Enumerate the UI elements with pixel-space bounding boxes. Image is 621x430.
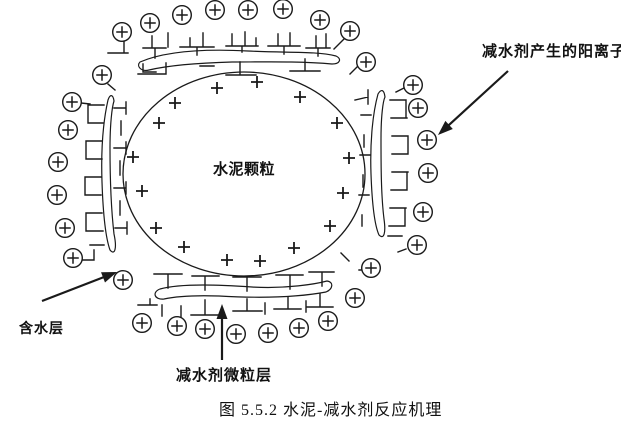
cation-plus [262, 327, 274, 339]
admixture-micelle-band [154, 280, 333, 300]
arrow-head [216, 304, 228, 319]
cation-icon [258, 323, 279, 344]
cation-icon [418, 162, 439, 183]
cation-icon [238, 0, 258, 20]
cation-plus [199, 323, 211, 335]
cation-plus [314, 14, 326, 26]
cation-icon [345, 288, 366, 309]
cation-label: 减水剂产生的阳离子 [482, 44, 621, 60]
cation-icon [417, 129, 438, 150]
cation-icon [273, 0, 293, 19]
cation-icon [225, 324, 246, 345]
cation-plus [62, 124, 74, 136]
cation-icon [111, 22, 132, 43]
cation-icon [131, 313, 152, 334]
cation-icon [407, 234, 428, 255]
positive-charge-marks [127, 76, 355, 267]
cation-icon [62, 91, 83, 112]
cation-plus [176, 9, 188, 21]
cation-plus [117, 274, 129, 286]
cation-icon [47, 184, 68, 205]
cation-icon [310, 9, 331, 31]
cation-icon [194, 319, 215, 340]
cation-plus [136, 317, 148, 329]
cation-plus [293, 322, 305, 334]
cation-plus [411, 239, 423, 251]
cation-plus [96, 69, 108, 81]
cation-plus [67, 252, 79, 264]
cement-particle-label: 水泥颗粒 [213, 162, 276, 178]
cation-icon [55, 217, 76, 238]
cation-icon [166, 316, 187, 337]
arrow-shaft [41, 274, 110, 303]
cation-plus [421, 134, 433, 146]
cation-plus [417, 206, 429, 218]
micelle-layer-label: 减水剂微粒层 [176, 368, 273, 384]
admixture-micelle-band [138, 49, 341, 71]
cation-icon [361, 258, 382, 279]
annotation-arrow [438, 70, 509, 135]
cation-plus [66, 96, 78, 108]
annotation-arrow [41, 272, 117, 303]
cation-plus [344, 25, 356, 37]
cation-plus [407, 79, 419, 91]
arrow-shaft [443, 70, 509, 130]
cation-icon [205, 0, 225, 20]
cation-plus [59, 222, 71, 234]
cation-icon [63, 247, 84, 268]
cation-icon [58, 119, 79, 140]
cation-icon [408, 97, 429, 118]
cation-plus [144, 17, 156, 29]
cation-plus [51, 189, 63, 201]
cation-plus [360, 56, 372, 68]
cation-icon [139, 12, 160, 34]
cation-icon [356, 52, 377, 73]
arrow-head [438, 120, 453, 135]
cation-plus [412, 102, 424, 114]
cation-icon [413, 201, 434, 222]
cation-plus [209, 4, 221, 16]
cation-plus [52, 156, 64, 168]
cation-icon [48, 151, 69, 172]
cation-icon [171, 4, 192, 26]
cation-plus [322, 315, 334, 327]
cation-plus [230, 328, 242, 340]
cation-plus [349, 292, 361, 304]
arrow-head [101, 272, 117, 283]
cation-plus [171, 320, 183, 332]
cation-plus [422, 167, 434, 179]
cation-plus [277, 3, 289, 15]
cation-icon [289, 318, 310, 339]
cation-icon [91, 64, 112, 85]
cation-icon [340, 21, 361, 42]
figure-caption: 图 5.5.2 水泥-减水剂反应机理 [219, 402, 443, 419]
cation-icon [112, 270, 133, 291]
cation-plus [365, 262, 377, 274]
admixture-micelle-band [370, 90, 386, 238]
admixture-micelle-band [101, 95, 116, 253]
cation-icon [318, 311, 339, 332]
cation-icon [403, 74, 424, 95]
water-layer-label: 含水层 [19, 322, 64, 337]
admixture-teeth-strokes [80, 31, 409, 318]
annotation-arrow [216, 304, 228, 360]
cation-plus [242, 4, 254, 16]
cement-particle-outline [122, 71, 366, 277]
cation-plus [116, 26, 128, 38]
